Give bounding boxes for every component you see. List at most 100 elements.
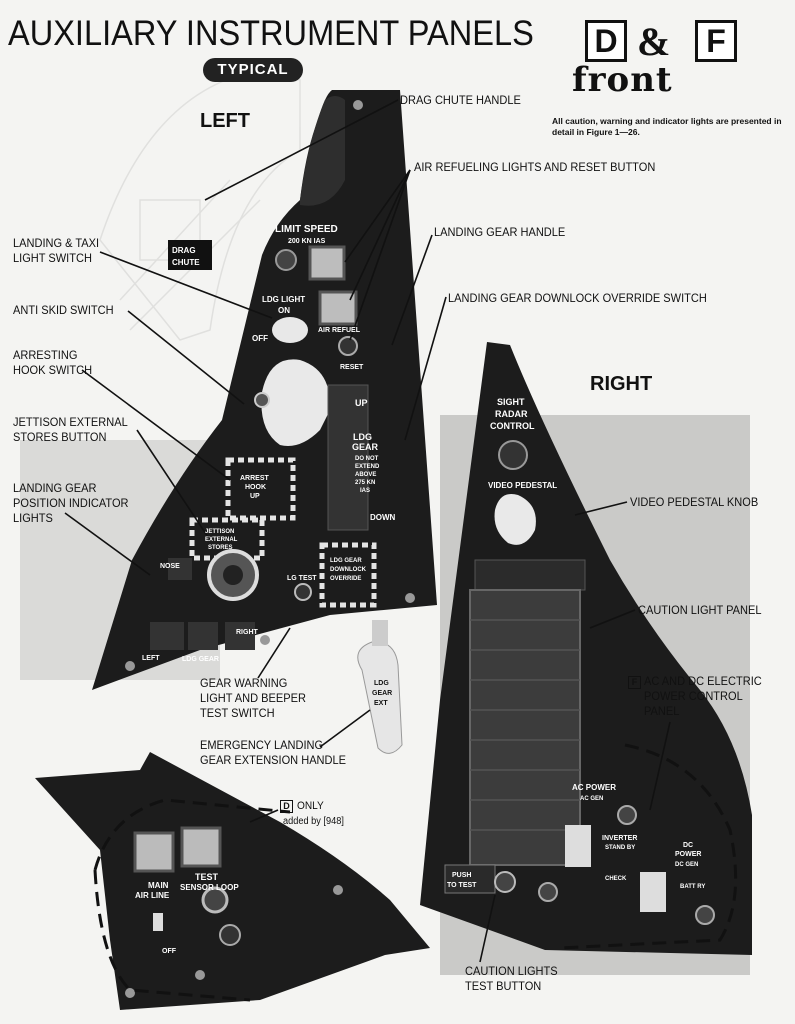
- callout-caution-test-1: CAUTION LIGHTS: [465, 964, 558, 978]
- callout-emergency-1: EMERGENCY LANDING: [200, 738, 324, 752]
- callout-emergency-2: GEAR EXTENSION HANDLE: [200, 753, 347, 767]
- placard-emerg-ldg: LDG: [374, 680, 389, 687]
- f-box: F: [628, 676, 641, 689]
- placard-right: RIGHT: [236, 629, 259, 636]
- sight-radar-control-knob[interactable]: [498, 440, 528, 470]
- callout-lg-position-2: POSITION INDICATOR: [13, 496, 129, 510]
- caution-note: All caution, warning and indicator light…: [552, 116, 782, 137]
- placard-radar: RADAR: [495, 409, 528, 419]
- anti-skid-switch[interactable]: [254, 392, 270, 408]
- placard-push: PUSH: [452, 872, 471, 879]
- left-section-label: LEFT: [200, 110, 250, 132]
- downlock-override-guard[interactable]: [319, 542, 377, 608]
- placard-external: EXTERNAL: [205, 537, 238, 543]
- model-d-box: D: [585, 20, 627, 62]
- callout-air-refueling: AIR REFUELING LIGHTS AND RESET BUTTON: [414, 160, 656, 174]
- drag-chute-handle-shape[interactable]: [300, 96, 345, 206]
- video-pedestal-knob[interactable]: [494, 494, 536, 545]
- callout-landing-taxi-1: LANDING & TAXI: [13, 236, 100, 250]
- main-air-line-light: [133, 831, 175, 873]
- placard-stores: STORES: [208, 545, 233, 551]
- d-only-dashed-outline: [93, 798, 291, 1002]
- gear-indicator-right: [225, 622, 255, 650]
- placard-emerg-gear: GEAR: [372, 690, 392, 697]
- placard-ias: IAS: [360, 488, 370, 494]
- placard-limit-speed: LIMIT SPEED: [275, 224, 338, 235]
- caution-lights-test-button[interactable]: [494, 871, 516, 893]
- placard-air-refuel: AIR REFUEL: [318, 327, 361, 334]
- placard-ac-gen: AC GEN: [580, 796, 603, 802]
- placard-control: CONTROL: [490, 421, 535, 431]
- left-panel-screws: [125, 100, 415, 671]
- placard-standby: STAND BY: [605, 845, 635, 851]
- drag-chute-placard: [168, 240, 212, 270]
- arresting-hook-switch-guard[interactable]: [225, 457, 296, 521]
- placard-test: TEST: [195, 872, 219, 882]
- lg-test-switch[interactable]: [294, 583, 312, 601]
- callout-gear-warning-2: LIGHT AND BEEPER: [200, 691, 306, 705]
- callout-acdc-2: POWER CONTROL: [644, 689, 743, 703]
- gear-indicator-left: [150, 622, 184, 650]
- callout-video-pedestal-knob: VIDEO PEDESTAL KNOB: [630, 495, 759, 509]
- test-sensor-loop-button[interactable]: [201, 886, 229, 914]
- placard-ldg-gear: LDG GEAR: [330, 558, 362, 564]
- landing-taxi-light-switch[interactable]: [272, 317, 308, 343]
- callout-gear-warning-3: TEST SWITCH: [200, 706, 275, 720]
- placard-override: OVERRIDE: [330, 576, 361, 582]
- caution-light-panel: [469, 589, 581, 866]
- main-air-line-switch[interactable]: [153, 913, 163, 931]
- callout-arresting-1: ARRESTING: [13, 348, 78, 362]
- ac-power-switch[interactable]: [565, 825, 591, 867]
- landing-gear-lever-slot: [327, 384, 369, 531]
- placard-dc-power: POWER: [675, 851, 701, 858]
- gear-indicator-center: [188, 622, 218, 650]
- placard-main: MAIN: [148, 881, 169, 890]
- callout-acdc-3: PANEL: [644, 704, 680, 718]
- dc-power-switch[interactable]: [640, 872, 666, 912]
- callout-gear-warning-1: GEAR WARNING: [200, 676, 288, 690]
- callout-anti-skid: ANTI SKID SWITCH: [13, 303, 114, 317]
- callout-landing-taxi-2: LIGHT SWITCH: [13, 251, 92, 265]
- callout-arresting-2: HOOK SWITCH: [13, 363, 93, 377]
- placard-extend: EXTEND: [355, 464, 380, 470]
- callout-caution-test-2: TEST BUTTON: [465, 979, 542, 993]
- air-refuel-light-upper: [308, 245, 346, 281]
- placard-gear: GEAR: [352, 442, 379, 452]
- limit-speed-knob[interactable]: [275, 249, 297, 271]
- placard-emerg-ext: EXT: [374, 700, 388, 707]
- placard-up: UP: [355, 398, 368, 408]
- caution-light-bar: [474, 559, 586, 591]
- callout-acdc-1: AC AND DC ELECTRIC: [644, 674, 762, 688]
- callout-landing-gear-handle: LANDING GEAR HANDLE: [434, 225, 566, 239]
- placard-above: ABOVE: [355, 472, 376, 478]
- air-refuel-reset-button[interactable]: [338, 336, 358, 356]
- callout-downlock-override: LANDING GEAR DOWNLOCK OVERRIDE SWITCH: [448, 291, 707, 305]
- landing-gear-handle[interactable]: [261, 359, 331, 446]
- placard-reset: RESET: [340, 364, 364, 371]
- panel-placard-text: DRAG CHUTE LIMIT SPEED 200 KN IAS LDG LI…: [135, 224, 705, 955]
- placard-arrest: ARREST: [240, 475, 270, 482]
- emergency-gear-extension-handle[interactable]: [357, 641, 403, 754]
- placard-on: ON: [278, 306, 290, 315]
- caution-light-grid: [470, 619, 580, 831]
- placard-chute: CHUTE: [172, 258, 200, 267]
- right-section-label: RIGHT: [590, 373, 653, 395]
- d-only-box: D: [280, 800, 293, 813]
- placard-video-pedestal: VIDEO PEDESTAL: [488, 481, 557, 490]
- callout-jettison-2: STORES BUTTON: [13, 430, 107, 444]
- placard-dc-gen: DC GEN: [675, 862, 698, 868]
- placard-ldg-gear-lights: LDG GEAR: [182, 656, 219, 663]
- placard-inverter: INVERTER: [602, 835, 637, 842]
- acdc-panel-dashed-outline: [559, 743, 738, 950]
- callout-caution-light-panel: CAUTION LIGHT PANEL: [638, 603, 762, 617]
- placard-275kn: 275 KN: [355, 480, 375, 486]
- placard-jettison: JETTISON: [205, 529, 234, 535]
- placard-downlock: DOWNLOCK: [330, 567, 367, 573]
- callout-lg-position-3: LIGHTS: [13, 511, 53, 525]
- placard-to-test: TO TEST: [447, 882, 477, 889]
- typical-badge: TYPICAL: [203, 58, 303, 82]
- page-title: AUXILIARY INSTRUMENT PANELS: [8, 14, 534, 53]
- placard-hook-up: UP: [250, 493, 260, 500]
- placard-air-line: AIR LINE: [135, 891, 170, 900]
- placard-ac-power: AC POWER: [572, 783, 616, 792]
